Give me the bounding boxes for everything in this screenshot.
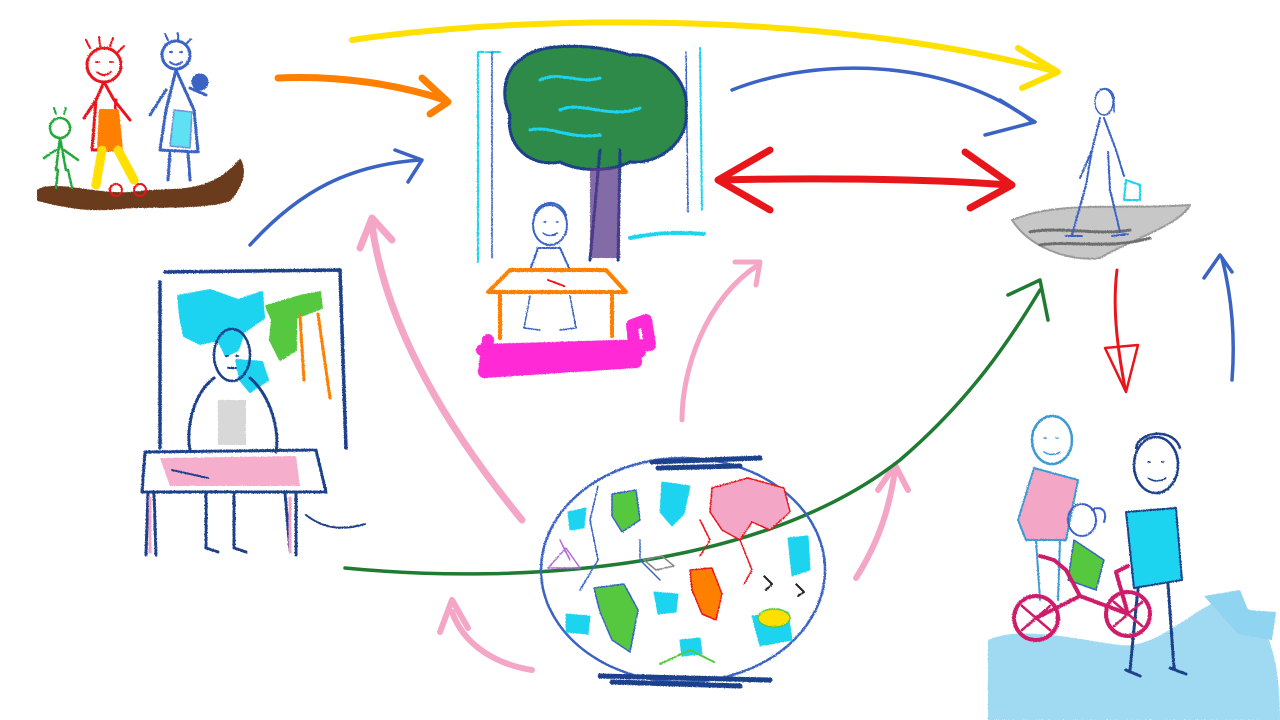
arrowhead-blue-teacher [393, 148, 424, 184]
arrowhead-yellow [1015, 45, 1061, 91]
arrow-woman-to-bike-red [1113, 268, 1127, 390]
arrow-tree-woman-red [716, 175, 1014, 189]
teacher-map-icon [140, 268, 366, 557]
arrowhead-pink-right [732, 259, 763, 288]
arrow-teacher-to-woman-green [343, 288, 1042, 576]
arrow-globe-to-teacher-pink [449, 609, 535, 673]
child-desk-tree-icon [476, 44, 706, 378]
world-globe-icon [539, 455, 827, 689]
arrow-teacher-to-tree-blue [248, 158, 422, 247]
arrow-family-to-tree-orange [274, 73, 449, 104]
arrowhead-red-down [1103, 343, 1140, 394]
arrow-bike-to-woman-blue [1220, 256, 1235, 382]
arrowhead-orange [418, 74, 452, 118]
woman-walking-icon [1011, 87, 1191, 260]
arrow-globe-to-bike-pink [853, 467, 898, 581]
arrowhead-pink-bottom [437, 597, 471, 635]
arrowhead-blue-top [983, 98, 1037, 137]
family-doodle-icon [37, 32, 244, 211]
arrowhead-green [1006, 278, 1050, 322]
arrows-layer [248, 19, 1235, 673]
arrow-tree-to-woman-blue [730, 66, 1032, 122]
arrowhead-blue-up [1202, 253, 1234, 280]
arrowhead-red-left [714, 146, 774, 214]
arrowhead-red-right [961, 148, 1016, 212]
arrow-globe-to-tree-pink-left [368, 221, 526, 524]
family-bike-icon [988, 414, 1280, 720]
arrow-globe-to-tree-pink-right [679, 262, 761, 423]
arrow-family-to-woman-yellow [349, 19, 1053, 73]
arrowhead-pink-left [356, 214, 396, 252]
